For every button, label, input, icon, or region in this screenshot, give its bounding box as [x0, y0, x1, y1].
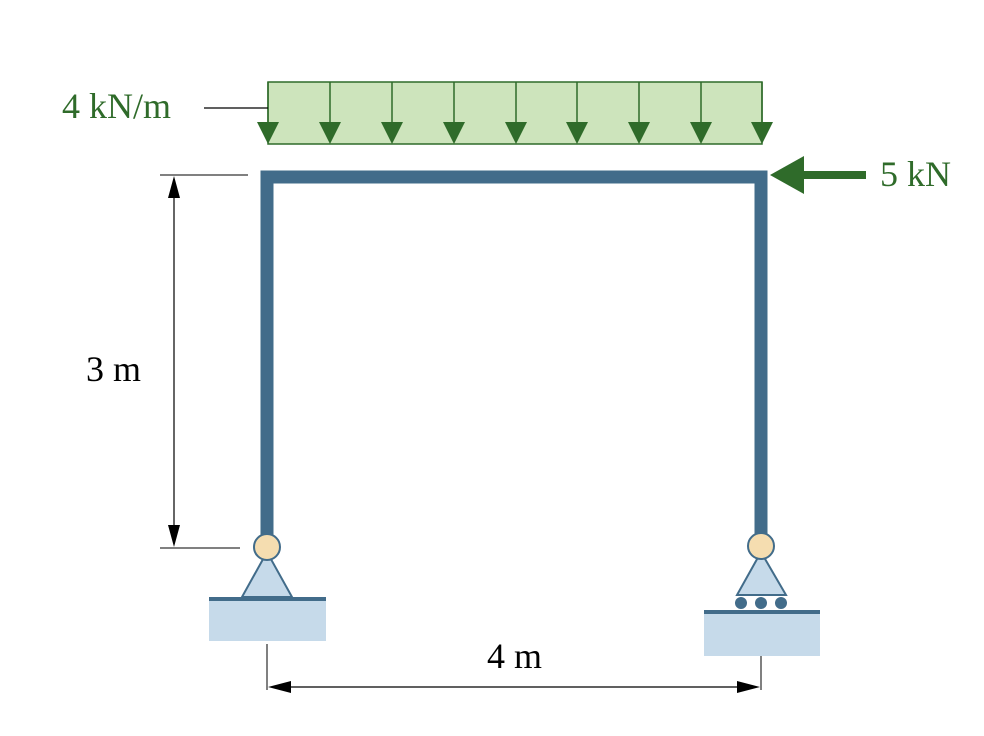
load-arrow-head	[751, 122, 773, 144]
load-arrow-head	[319, 122, 341, 144]
right-roller-support	[704, 532, 820, 656]
right-support-ground	[704, 614, 820, 656]
load-arrow-head	[381, 122, 403, 144]
portal-frame	[260, 170, 768, 538]
load-arrow-head	[628, 122, 650, 144]
point-load-label: 5 kN	[880, 154, 951, 194]
roller-wheel-left	[735, 597, 747, 609]
left-support-triangle	[240, 549, 294, 598]
span-dimension-label: 4 m	[487, 636, 542, 676]
load-arrow-head	[257, 122, 279, 144]
load-arrow-head	[690, 122, 712, 144]
height-dimension-label: 3 m	[86, 349, 141, 389]
height-arrow-bottom	[168, 525, 180, 547]
right-support-triangle	[735, 549, 788, 596]
point-load-arrowhead	[770, 156, 804, 194]
left-pin-joint	[253, 533, 281, 561]
height-arrow-top	[168, 176, 180, 198]
span-dimension	[266, 644, 762, 693]
span-arrow-right	[737, 681, 760, 693]
roller-wheel-middle	[755, 597, 767, 609]
load-arrow-head	[443, 122, 465, 144]
load-arrow-head	[566, 122, 588, 144]
load-arrow-head	[505, 122, 527, 144]
height-dimension	[160, 174, 248, 549]
right-pin-joint	[747, 532, 775, 560]
left-support-ground	[209, 600, 326, 641]
distributed-load-arrows	[257, 82, 773, 144]
roller-wheel-right	[775, 597, 787, 609]
point-load	[770, 156, 866, 194]
distributed-load-label: 4 kN/m	[62, 86, 171, 126]
span-arrow-left	[268, 681, 291, 693]
left-pin-support	[209, 533, 326, 641]
distributed-load	[257, 81, 773, 145]
